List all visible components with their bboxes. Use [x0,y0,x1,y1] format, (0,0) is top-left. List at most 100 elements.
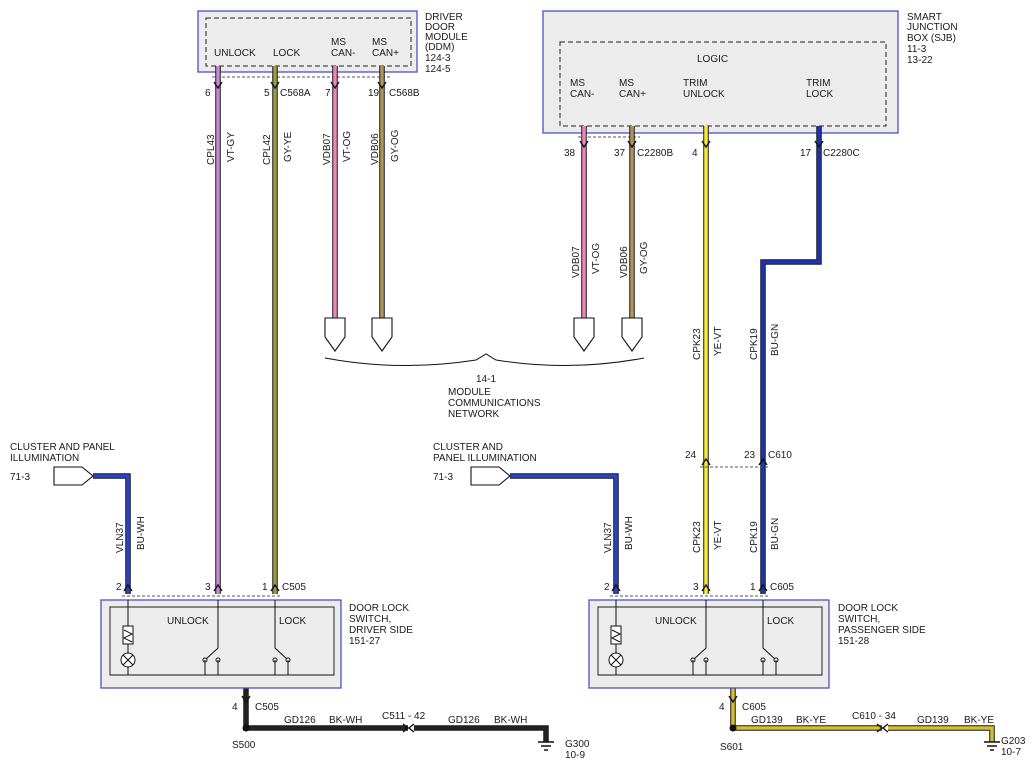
ground-right-splice: S601 [720,742,744,753]
splice-s601-icon [729,724,737,732]
illum-left-label-1: CLUSTER AND PANEL [10,442,115,453]
illum-left-ref: 71-3 [10,472,30,483]
network-connector-3 [573,317,595,352]
sjb-title-2: JUNCTION [907,22,958,33]
arrow-driver-3 [213,583,223,592]
illum-right-ref: 71-3 [433,472,453,483]
ground-right-connector: C605 [742,702,766,713]
label-bu-gn-top: BU-GN [770,324,781,356]
wires [93,66,995,742]
sjb-title-3: BOX (SJB) [907,33,956,44]
pass-unlock-contact [692,600,707,661]
ground-left-inline: C511 - 42 [382,711,426,722]
label-ye-vt-top: YE-VT [713,327,724,356]
driver-connector: C505 [282,582,306,593]
ddm-pin-can-minus-1: MS [331,37,346,48]
passenger-switch: 2 3 1 C605 UNLOCK LOCK DOOR LOCK SWITCH,… [588,582,926,689]
ground-right-color-2: BK-YE [964,715,994,726]
network-group: 14-1 MODULE COMMUNICATIONS NETWORK [324,317,645,420]
wire-labels: CPL43 VT-GY CPL42 GY-YE VDB07 VT-OG VDB0… [115,129,781,553]
driver-lock-contact [274,600,289,661]
arrow-pass-1 [758,583,768,592]
driver-title-1: DOOR LOCK [349,603,409,614]
inline-c511-icon [402,723,415,733]
ddm-title-2: DOOR [425,22,455,33]
sjb-pin-trim-lock-1: TRIM [806,78,830,89]
label-cpk23-top: CPK23 [692,328,703,360]
ddm-frame [197,10,418,73]
sjb-title-1: SMART [907,12,942,23]
c610-connector: 24 23 C610 [685,450,792,468]
network-ref: 14-1 [476,374,496,385]
sjb-title: SMART JUNCTION BOX (SJB) 11-3 13-22 [907,12,958,66]
sjb-pin-17: 17 [800,148,812,159]
label-cpk19-top: CPK19 [749,328,760,360]
ground-left-connector: C505 [255,702,279,713]
ddm-ref-2: 124-5 [425,64,451,75]
label-vt-og-sjb: VT-OG [591,243,602,274]
splice-s500-icon [242,724,250,732]
ddm-title-1: DRIVER [425,12,463,23]
sjb-pin-can-plus-2: CAN+ [619,89,646,100]
sjb-ref-2: 13-22 [907,55,933,66]
label-gy-ye: GY-YE [283,131,294,162]
ddm-pin-lock: LOCK [273,48,301,59]
wire-vln37-right-outline [510,473,619,594]
ground-left-color-1: BK-WH [329,715,362,726]
driver-contact-wires [204,660,289,675]
label-vln37-right: VLN37 [603,522,614,553]
ddm-pin-6: 6 [205,88,211,99]
sjb-inner-box [559,41,887,127]
label-vt-gy: VT-GY [226,132,237,162]
arrow-c610-24 [701,457,711,466]
label-cpl43: CPL43 [206,134,217,165]
label-vdb06-sjb: VDB06 [619,246,630,278]
driver-switch: 2 3 1 C505 UNLOCK LOCK DOOR LOCK SWITCH,… [100,582,413,689]
arrow-ground-left [241,695,251,704]
ground-right-pin: 4 [719,702,725,713]
ddm-title: DRIVER DOOR MODULE (DDM) 124-3 124-5 [425,12,468,75]
c610-pin-23: 23 [744,450,756,461]
ddm-pin-can-plus-1: MS [372,37,387,48]
pass-resistor-zigzag [610,629,622,643]
ground-left: 4 C505 S500 GD126 BK-WH C511 - 42 GD126 … [232,695,590,761]
ddm-connector-c568a: C568A [280,88,311,99]
label-ye-vt-bottom: YE-VT [713,521,724,550]
pin-arrows [123,81,824,592]
ddm-module: UNLOCK LOCK MS CAN- MS CAN+ DRIVER DOOR … [197,10,468,99]
sjb-module: LOGIC MS CAN- MS CAN+ TRIM UNLOCK TRIM L… [542,10,958,159]
pass-contact-wires [692,660,777,675]
arrow-ddm-5 [270,81,280,90]
label-bu-wh-left: BU-WH [136,516,147,550]
sjb-ref-1: 11-3 [907,44,927,55]
wire-vln37-right [510,474,618,594]
network-connector-1 [324,317,346,352]
pass-title-2: SWITCH, [838,614,880,625]
sjb-pin-can-plus-1: MS [619,78,634,89]
arrow-pass-3 [701,583,711,592]
label-vln37-left: VLN37 [115,522,126,553]
network-label-1: MODULE [448,387,491,398]
sjb-connector-c2280c: C2280C [823,148,860,159]
ddm-pin-7: 7 [325,88,331,99]
driver-unlock-label: UNLOCK [167,616,209,627]
arrow-ddm-6 [213,81,223,90]
pass-pin-2: 2 [604,582,610,593]
network-connector-2 [371,317,393,352]
illum-left-label-2: ILLUMINATION [10,453,79,464]
network-brace [324,353,645,367]
ground-right-ground: G203 [1001,736,1026,747]
sjb-pin-trim-unlock-1: TRIM [683,78,707,89]
c610-name: C610 [768,450,792,461]
pass-pin-1: 1 [750,582,756,593]
driver-lock-label: LOCK [279,616,307,627]
arrow-ground-right [728,695,738,704]
ddm-inner-box [205,17,412,67]
sjb-pin-37: 37 [614,148,626,159]
pass-lamp-cross [610,654,622,666]
ground-right-inline: C610 - 34 [852,711,896,722]
driver-pin-2: 2 [116,582,122,593]
ground-left-circuit-2: GD126 [448,715,480,726]
ddm-pin-can-minus-2: CAN- [331,48,355,59]
